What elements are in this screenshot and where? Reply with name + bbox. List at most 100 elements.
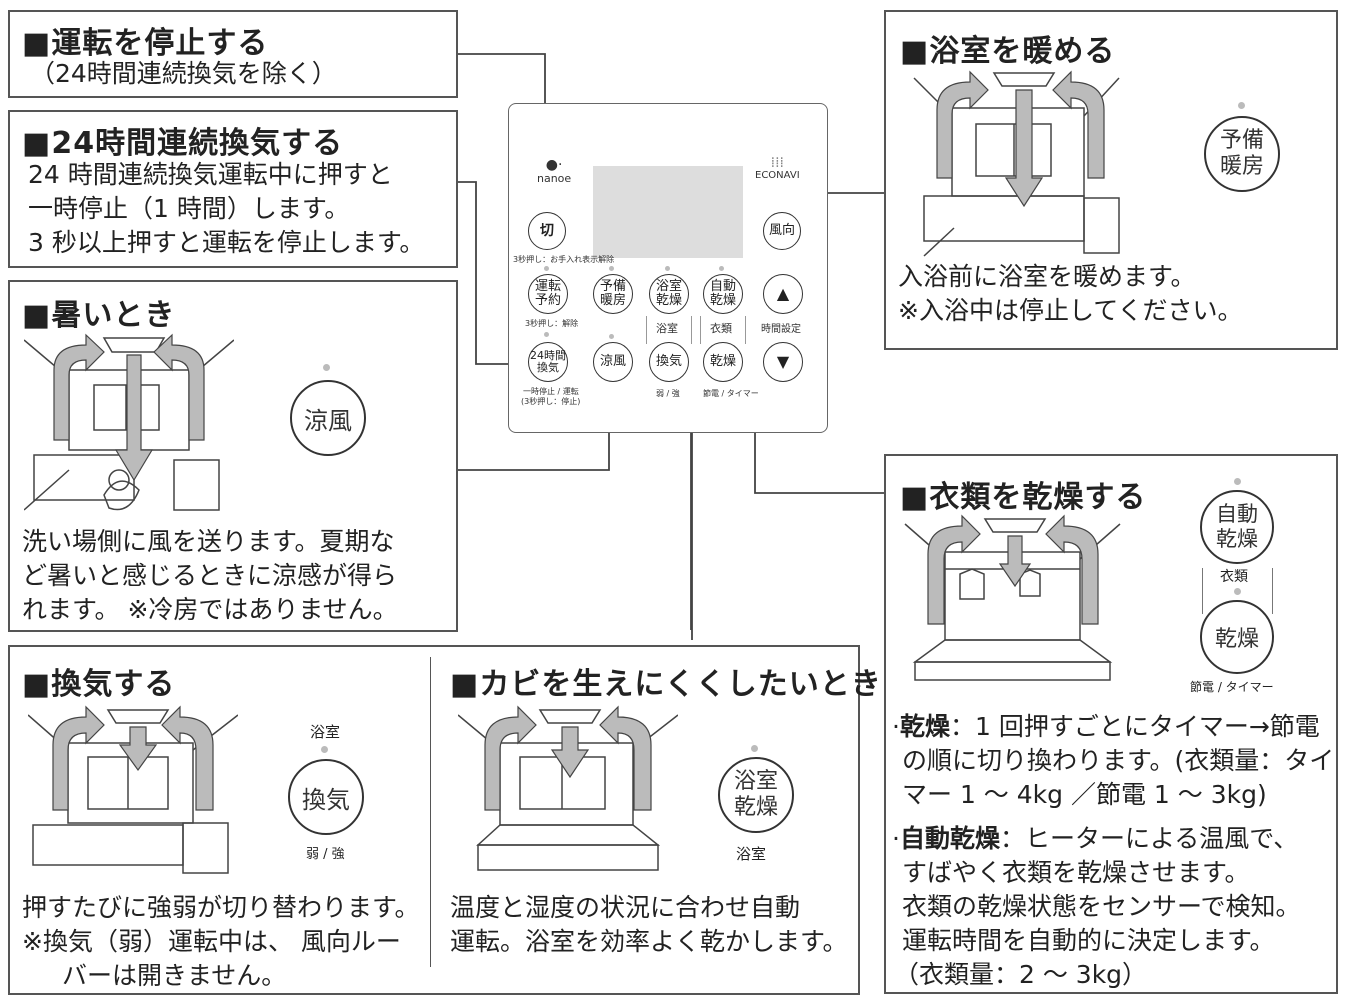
vent24-sub-label2: (3秒押し：停止) (521, 397, 581, 406)
clothes-title: ■衣類を乾燥する (900, 480, 1147, 515)
auto-dry-button[interactable]: 自動 乾燥 (1200, 490, 1274, 564)
off-label: 切 (540, 223, 554, 239)
clothes-item1-line: の順に切り換わります。(衣類量：タイ (902, 746, 1335, 775)
reserve-line2: 予約 (534, 293, 561, 308)
warm-line: ※入浴中は停止してください。 (898, 296, 1243, 325)
indicator-dot (609, 334, 614, 339)
clothes-bottom-label: 節電 / タイマー (1190, 680, 1274, 694)
econavi-icon: ⁞⁞⁞ (770, 155, 784, 171)
bathroom-clothes-illustration (904, 514, 1121, 681)
ventilate-line: ※換気（弱）運転中は、 風向ルー (22, 927, 401, 956)
bath-dry-button[interactable]: 浴室 乾燥 (718, 757, 794, 833)
off-button[interactable]: 切 (528, 212, 566, 250)
ventilate-line: バーは開きません。 (62, 961, 287, 990)
warm-section: ■浴室を暖める 予備 暖房 入浴前に浴室を暖めます。 ※入浴中は停止してください… (884, 10, 1338, 350)
bath-dry-line1: 浴室 (733, 769, 778, 794)
hot-line: れます。 ※冷房ではありません。 (22, 595, 398, 624)
dry-panel-button[interactable]: 乾燥 (703, 342, 743, 382)
econavi-label: ECONAVI (755, 170, 800, 181)
preheat-panel-line2: 暖房 (599, 293, 626, 308)
down-arrow-icon: ▼ (776, 352, 790, 371)
mold-line: 運転。浴室を効率よく乾かします。 (450, 927, 848, 956)
continuous-line: 一時停止（1 時間）します。 (28, 194, 350, 223)
time-setting-label: 時間設定 (761, 324, 801, 335)
indicator-dot (544, 266, 549, 271)
bracket-line (691, 316, 692, 344)
dry-button[interactable]: 乾燥 (1200, 600, 1274, 674)
reserve-line1: 運転 (534, 279, 561, 294)
clothes-item2-line: （衣類量：2 ～ 3kg） (894, 960, 1148, 989)
control-panel: ●· nanoe ⁞⁞⁞ ECONAVI 切 3秒押し：お手入れ表示解除 風向 … (508, 103, 828, 433)
warm-title: ■浴室を暖める (900, 34, 1116, 69)
cool-label: 涼風 (304, 406, 352, 435)
nanoe-icon: ●· (545, 157, 563, 173)
off-sub-label: 3秒押し：お手入れ表示解除 (513, 255, 615, 264)
wind-direction-label: 風向 (768, 223, 795, 238)
mold-line: 温度と湿度の状況に合わせ自動 (450, 893, 801, 922)
ventilate-panel-sub-label: 弱 / 強 (656, 389, 680, 398)
vent24-line2: 換気 (537, 361, 559, 374)
reserve-button[interactable]: 運転 予約 (528, 274, 568, 314)
wind-direction-button[interactable]: 風向 (763, 212, 801, 250)
hot-title: ■暑いとき (22, 298, 176, 333)
time-down-button[interactable]: ▼ (763, 342, 803, 382)
display-screen (593, 166, 743, 258)
bath-dry-line2: 乾燥 (733, 795, 778, 820)
bracket-line (1202, 568, 1203, 614)
clothes-item1-first: ·乾燥：1 回押すごとにタイマー→節電 (892, 712, 1320, 741)
ventilate-bottom-label: 弱 / 強 (306, 847, 345, 862)
ventilate-line: 押すたびに強弱が切り替わります。 (22, 893, 420, 922)
ventilate-panel-label: 換気 (655, 354, 682, 369)
hot-line: ど暑いと感じるときに涼感が得ら (22, 561, 398, 590)
indicator-dot (665, 266, 670, 271)
clothes-item1-bold: 乾燥 (899, 712, 950, 741)
ventilate-button[interactable]: 換気 (288, 759, 364, 835)
time-up-button[interactable]: ▲ (763, 274, 803, 314)
clothes-item1-line: マー 1 ～ 4kg ／節電 1 ～ 3kg) (902, 780, 1267, 809)
indicator-dot (719, 266, 724, 271)
cool-panel-label: 涼風 (599, 354, 626, 369)
hot-section: ■暑いとき 涼風 洗い場側に風を送ります。夏期な ど暑いと感じるときに涼感が得ら… (8, 280, 458, 632)
cool-button[interactable]: 涼風 (290, 380, 366, 456)
dry-panel-sub-label: 節電 / タイマー (703, 389, 759, 398)
econavi-logo: ⁞⁞⁞ ECONAVI (755, 156, 800, 181)
indicator-dot (321, 746, 328, 753)
preheat-button[interactable]: 予備 暖房 (1204, 116, 1280, 192)
clothes-item2-line: 衣類の乾燥状態をセンサーで検知。 (902, 892, 1301, 921)
section-divider (430, 657, 431, 967)
hot-line: 洗い場側に風を送ります。夏期な (22, 527, 395, 556)
bath-dry-panel-button[interactable]: 浴室 乾燥 (649, 274, 689, 314)
bath-dry-panel-line2: 乾燥 (655, 293, 682, 308)
ventilation-24h-button[interactable]: 24時間 換気 (528, 342, 568, 382)
reserve-sub-label: 3秒押し：解除 (525, 319, 579, 328)
bathroom-ventilate-illustration (28, 705, 238, 874)
indicator-dot (1234, 478, 1241, 485)
bracket-line (700, 316, 701, 344)
indicator-dot (1238, 102, 1245, 109)
bathroom-cool-illustration (24, 333, 234, 511)
preheat-panel-line1: 予備 (599, 279, 626, 294)
auto-dry-panel-button[interactable]: 自動 乾燥 (703, 274, 743, 314)
ventilate-top-label: 浴室 (310, 723, 341, 741)
auto-dry-panel-line2: 乾燥 (709, 293, 736, 308)
indicator-dot (609, 266, 614, 271)
bathroom-mold-illustration (458, 705, 678, 871)
vent24-line1: 24時間 (530, 349, 566, 362)
dry-panel-label: 乾燥 (709, 354, 736, 369)
bracket-line (646, 316, 647, 344)
warm-line: 入浴前に浴室を暖めます。 (898, 262, 1196, 291)
nanoe-label: nanoe (537, 172, 572, 185)
continuous-title: ■24時間連続換気する (22, 126, 344, 161)
cool-panel-button[interactable]: 涼風 (593, 342, 633, 382)
clothes-item2-bold: 自動乾燥 (899, 824, 1000, 853)
stop-section: ■運転を停止する （24時間連続換気を除く） (8, 10, 458, 98)
preheat-line1: 予備 (1219, 128, 1264, 153)
continuous-line: 24 時間連続換気運転中に押すと (28, 160, 393, 189)
preheat-panel-button[interactable]: 予備 暖房 (593, 274, 633, 314)
nanoe-logo: ●· nanoe (537, 158, 571, 185)
ventilate-panel-button[interactable]: 換気 (649, 342, 689, 382)
up-arrow-icon: ▲ (776, 284, 790, 303)
indicator-dot (544, 332, 549, 337)
continuous-ventilation-section: ■24時間連続換気する 24 時間連続換気運転中に押すと 一時停止（1 時間）し… (8, 110, 458, 268)
auto-dry-line2: 乾燥 (1216, 527, 1258, 551)
